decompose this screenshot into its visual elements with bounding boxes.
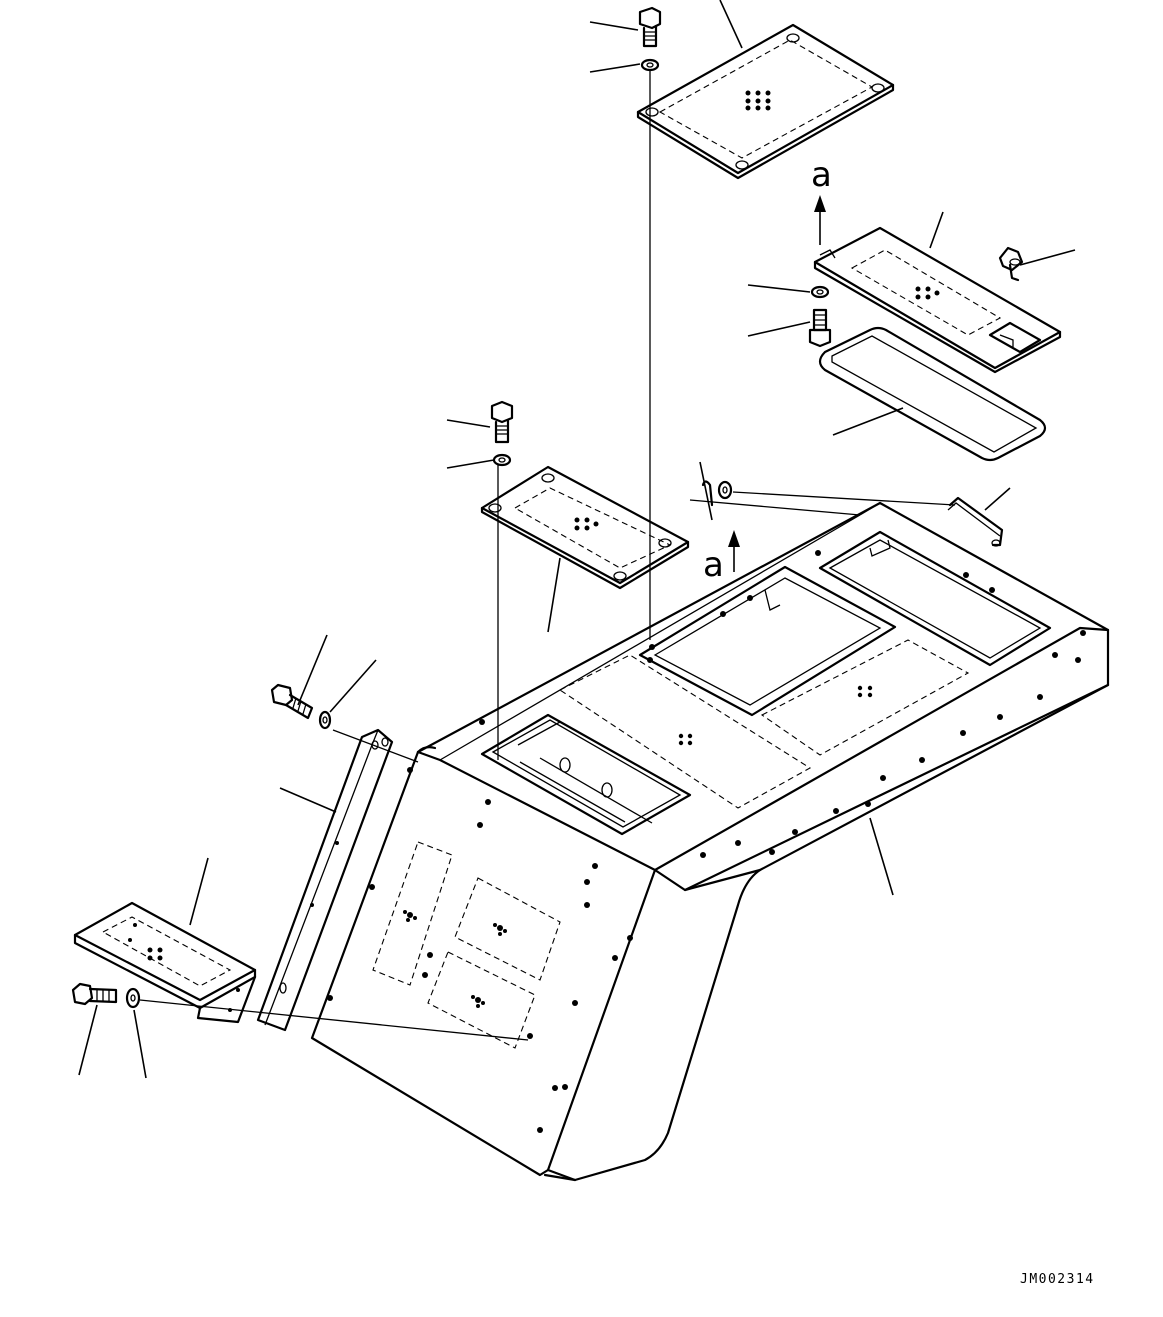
step-plate — [73, 901, 257, 1024]
hinged-lid — [813, 226, 1062, 374]
leader-lines — [78, 0, 1076, 1079]
arrow-a-lower — [728, 530, 740, 572]
callout-a-lower: a — [703, 545, 724, 585]
drawing-number: JM002314 — [1020, 1272, 1095, 1287]
bolt-lid — [808, 308, 832, 348]
arrow-a-upper — [814, 195, 826, 245]
console-body — [310, 501, 1110, 1182]
bolt-top-plate — [638, 6, 662, 48]
clip — [701, 480, 714, 507]
side-strip — [256, 728, 394, 1032]
middle-cover-plate — [480, 465, 690, 590]
washer-side — [318, 710, 332, 730]
gasket — [818, 326, 1047, 462]
callout-a-upper: a — [811, 155, 832, 195]
bolt-middle-plate — [490, 400, 514, 444]
washer-lid — [810, 285, 830, 299]
bolt-step — [71, 982, 118, 1006]
washer-clip — [717, 480, 733, 500]
assembly-lines — [139, 70, 956, 1041]
washer-middle-plate — [492, 453, 512, 467]
washer-top-plate — [640, 58, 660, 72]
latch — [998, 246, 1024, 282]
stay-rod — [947, 496, 1004, 547]
top-cover-plate — [636, 23, 895, 180]
washer-step — [125, 987, 141, 1009]
bolt-side — [270, 683, 314, 720]
